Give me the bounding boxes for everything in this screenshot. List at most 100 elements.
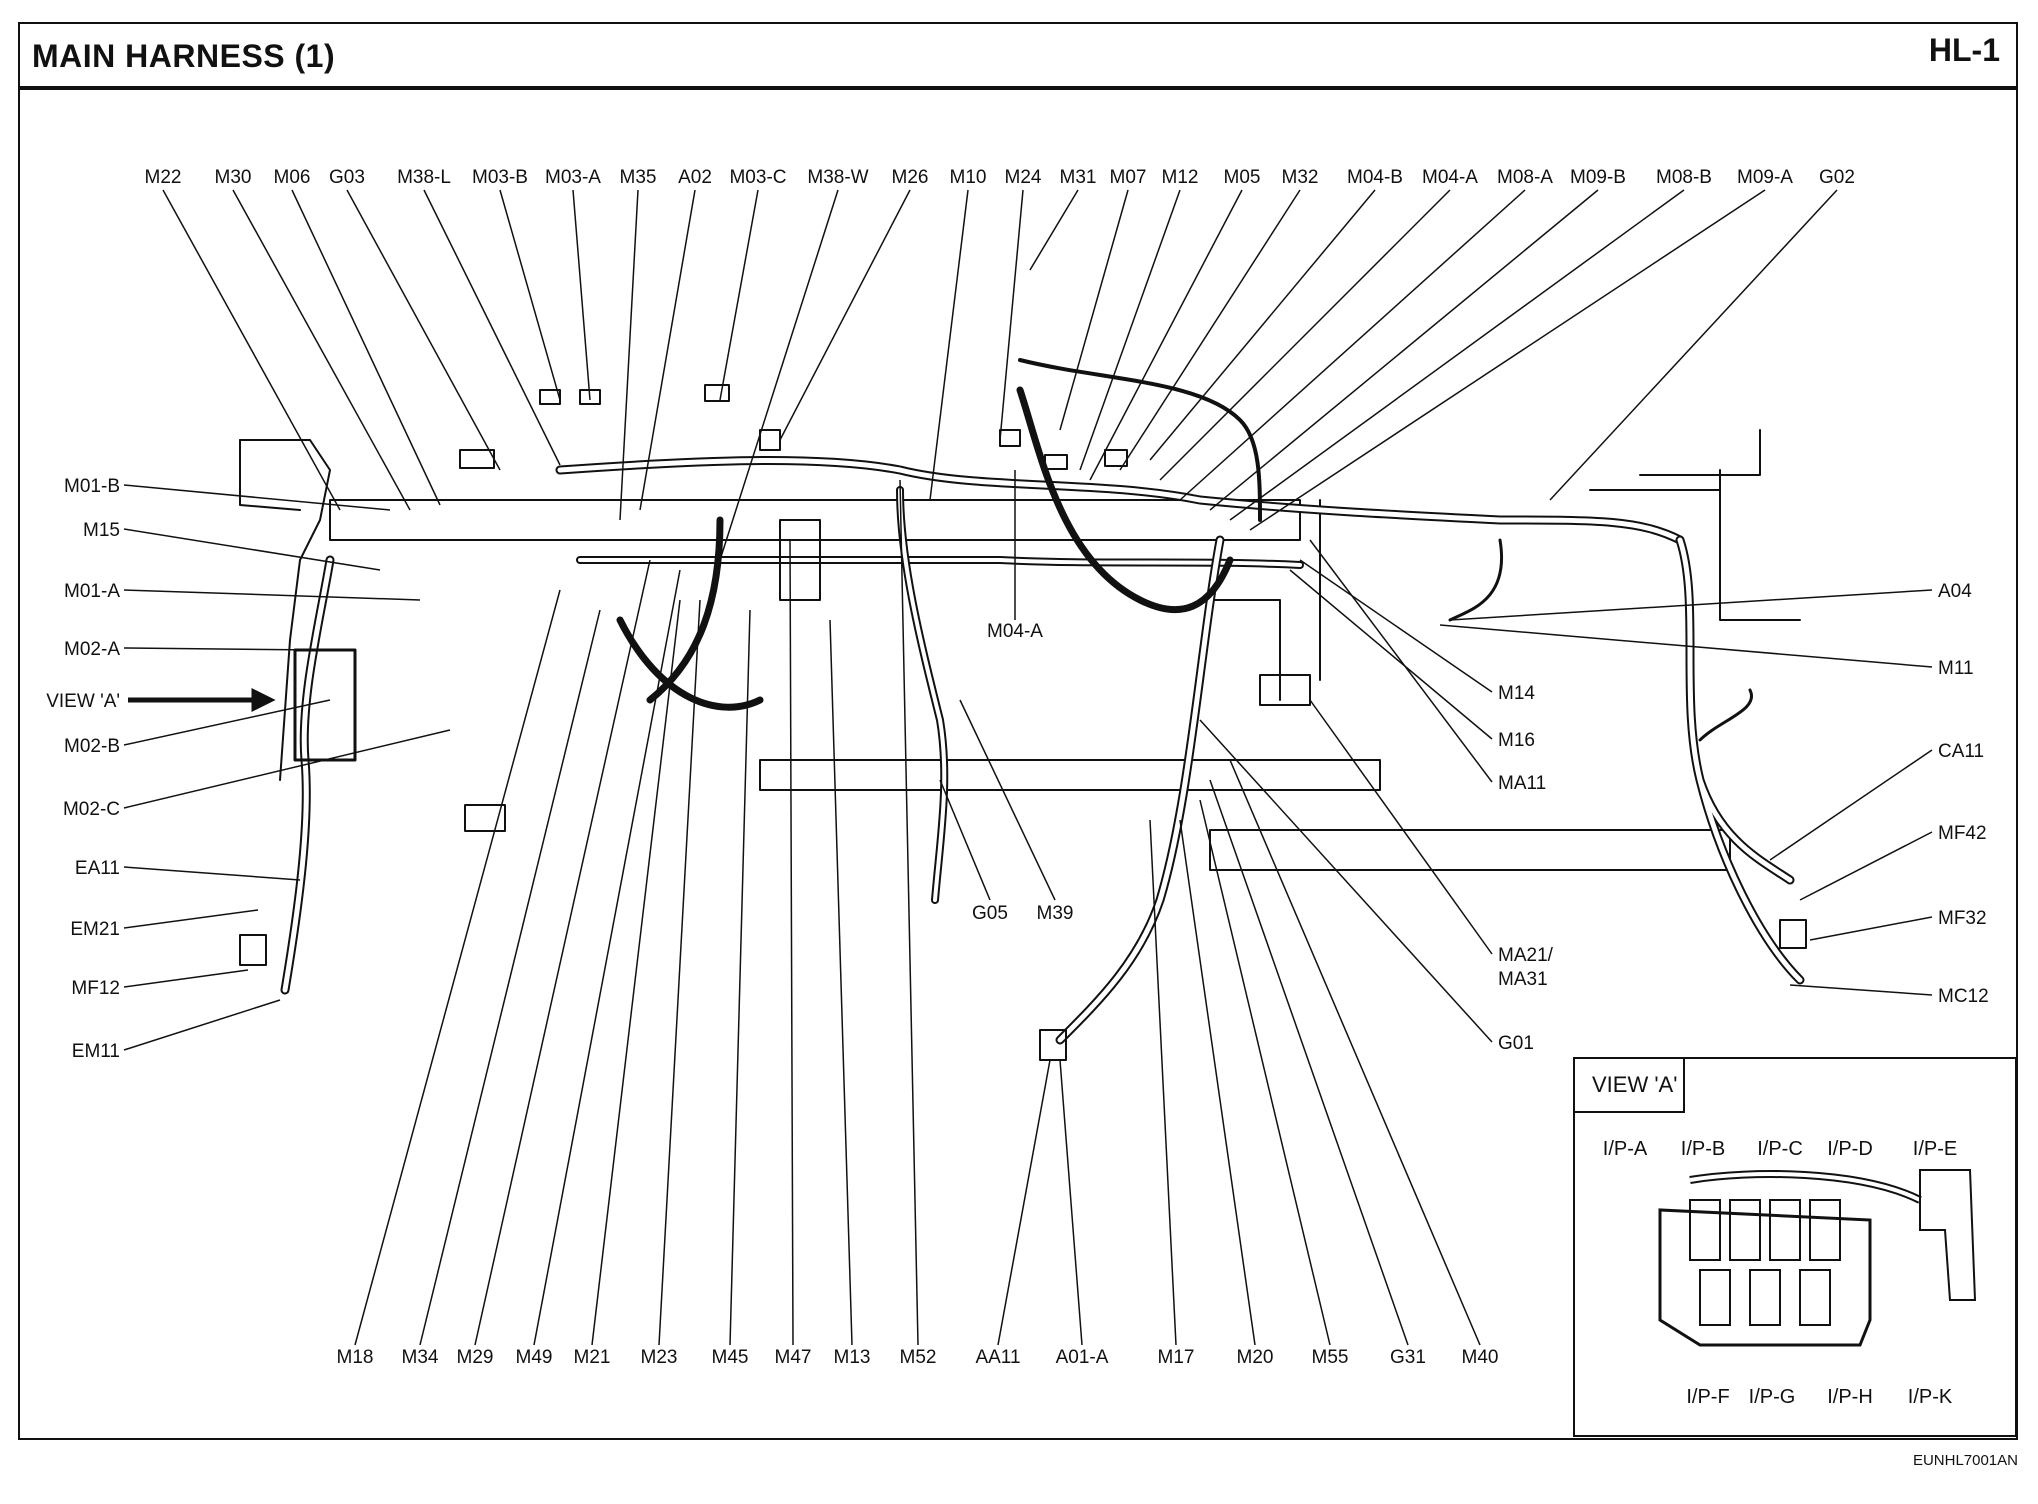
- leader-line: [291, 189, 441, 506]
- leader-line: [123, 484, 391, 511]
- leader-line: [1229, 759, 1481, 1346]
- label-m09-a: M09-A: [1737, 167, 1793, 188]
- leader-line: [789, 539, 794, 1346]
- label-m35: M35: [620, 167, 657, 188]
- leader-line: [474, 559, 651, 1346]
- leader-line: [499, 189, 561, 401]
- leader-line: [1159, 189, 1451, 481]
- label-mc12: MC12: [1938, 986, 1989, 1007]
- header-bar: MAIN HARNESS (1) HL-1: [20, 24, 2016, 90]
- label-m39: M39: [1037, 903, 1074, 924]
- leader-line: [999, 189, 1024, 441]
- label-m18: M18: [337, 1347, 374, 1368]
- label-m03-b: M03-B: [472, 167, 528, 188]
- leader-line: [639, 189, 696, 511]
- label-i-p-g: I/P-G: [1749, 1386, 1796, 1408]
- leader-line: [1769, 749, 1933, 861]
- leader-line: [1209, 189, 1599, 511]
- leader-line: [1799, 831, 1933, 901]
- label-i-p-h: I/P-H: [1827, 1386, 1873, 1408]
- label-m32: M32: [1282, 167, 1319, 188]
- page-title: MAIN HARNESS (1): [32, 38, 336, 74]
- leader-line: [123, 866, 301, 881]
- leader-line: [939, 779, 991, 901]
- label-m16: M16: [1498, 730, 1535, 751]
- label-i-p-b: I/P-B: [1681, 1138, 1725, 1160]
- label-i-p-d: I/P-D: [1827, 1138, 1873, 1160]
- leader-line: [1249, 189, 1766, 531]
- label-i-p-e: I/P-E: [1913, 1138, 1957, 1160]
- leader-line: [829, 619, 853, 1346]
- section-code: HL-1: [1928, 32, 2000, 68]
- label-m38-l: M38-L: [397, 167, 451, 188]
- label-m17: M17: [1158, 1347, 1195, 1368]
- label-m09-b: M09-B: [1570, 167, 1626, 188]
- leader-line: [1059, 1059, 1083, 1346]
- harness-drawing: [239, 358, 1807, 1061]
- leader-line: [1199, 799, 1331, 1346]
- label-m07: M07: [1110, 167, 1147, 188]
- leader-line: [1179, 819, 1256, 1346]
- leader-line: [1079, 189, 1181, 471]
- leader-line: [1029, 189, 1079, 271]
- label-m06: M06: [274, 167, 311, 188]
- label-m04-a: M04-A: [1422, 167, 1478, 188]
- label-mf42: MF42: [1938, 823, 1987, 844]
- label-ma31: MA31: [1498, 969, 1548, 990]
- leader-line: [929, 189, 969, 501]
- label-m02-b: M02-B: [64, 736, 120, 757]
- label-m08-a: M08-A: [1497, 167, 1553, 188]
- view-a-inset: [1573, 1057, 2017, 1437]
- leader-line: [123, 729, 451, 809]
- leader-line: [1179, 189, 1526, 501]
- label-i-p-f: I/P-F: [1686, 1386, 1729, 1408]
- label-g03: G03: [329, 167, 365, 188]
- leader-line: [423, 189, 561, 466]
- label-m47: M47: [775, 1347, 812, 1368]
- label-view-a: VIEW 'A': [46, 691, 120, 712]
- label-m10: M10: [950, 167, 987, 188]
- fuse-box-drawing: [1658, 1169, 1977, 1347]
- leader-line: [899, 479, 919, 1346]
- label-aa11: AA11: [975, 1347, 1020, 1368]
- label-g05: G05: [972, 903, 1008, 924]
- label-m05: M05: [1224, 167, 1261, 188]
- leader-line: [1149, 189, 1376, 461]
- label-ma11: MA11: [1498, 773, 1546, 794]
- leader-line: [719, 189, 759, 401]
- label-m31: M31: [1060, 167, 1097, 188]
- leader-line: [959, 699, 1056, 901]
- label-m40: M40: [1462, 1347, 1499, 1368]
- leader-line: [619, 189, 639, 521]
- leader-line: [123, 699, 331, 746]
- label-m34: M34: [402, 1347, 439, 1368]
- leader-line: [1549, 189, 1838, 501]
- leader-line: [1229, 189, 1685, 521]
- leader-line: [354, 589, 561, 1346]
- label-g31: G31: [1390, 1347, 1426, 1368]
- leader-line: [1149, 819, 1177, 1346]
- label-m03-a: M03-A: [545, 167, 601, 188]
- leader-line: [1449, 589, 1933, 621]
- label-m14: M14: [1498, 683, 1535, 704]
- label-g01: G01: [1498, 1033, 1534, 1054]
- diagram-frame: MAIN HARNESS (1) HL-1: [18, 22, 2018, 1440]
- label-a04: A04: [1938, 581, 1972, 602]
- leader-line: [729, 609, 751, 1346]
- document-id: EUNHL7001AN: [1912, 1452, 2018, 1469]
- view-a-title-box: [1573, 1057, 1685, 1113]
- leader-line: [1289, 569, 1493, 740]
- label-m55: M55: [1312, 1347, 1349, 1368]
- leader-line: [1209, 779, 1409, 1346]
- label-m26: M26: [892, 167, 929, 188]
- label-m23: M23: [641, 1347, 678, 1368]
- leader-line: [1309, 699, 1493, 955]
- leader-line: [123, 909, 259, 929]
- label-m02-a: M02-A: [64, 639, 120, 660]
- label-mf32: MF32: [1938, 908, 1987, 929]
- label-m21: M21: [574, 1347, 611, 1368]
- leader-line: [572, 189, 591, 401]
- label-m02-c: M02-C: [63, 799, 120, 820]
- label-ca11: CA11: [1938, 741, 1984, 762]
